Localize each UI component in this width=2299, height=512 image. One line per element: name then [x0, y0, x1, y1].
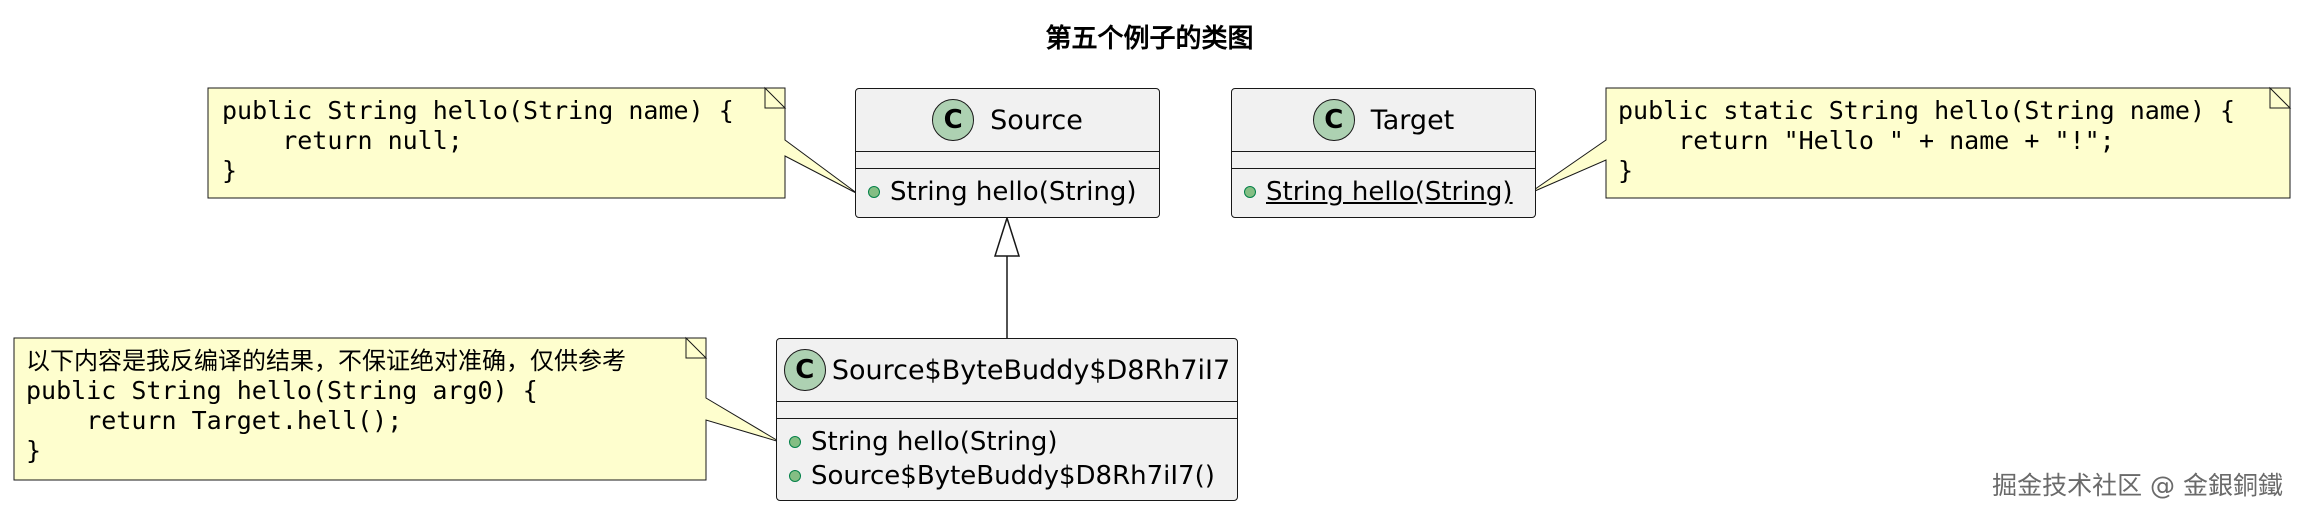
class-name: Target — [1370, 104, 1455, 136]
public-visibility-icon — [789, 436, 801, 448]
attributes-section — [777, 402, 1237, 418]
source-note: public String hello(String name) { retur… — [222, 96, 734, 186]
divider — [1232, 168, 1535, 169]
method-row: Source$ByteBuddy$D8Rh7iI7() — [789, 459, 1227, 493]
class-header: C Source$ByteBuddy$D8Rh7iI7 — [777, 339, 1237, 401]
subclass-note-fold — [685, 336, 708, 359]
note-line: } — [26, 436, 42, 465]
public-visibility-icon — [789, 470, 801, 482]
method-signature: String hello(String) — [811, 427, 1058, 457]
class-header: C Target — [1232, 89, 1535, 151]
public-visibility-icon — [1244, 186, 1256, 198]
watermark: 掘金技术社区 @ 金銀銅鐵 — [1992, 471, 2283, 500]
note-line: public static String hello(String name) … — [1618, 96, 2236, 125]
methods-section: String hello(String) — [856, 169, 1159, 215]
class-name: Source — [990, 104, 1083, 136]
target-note-shape — [1527, 87, 2291, 199]
class-bytebuddy-subclass[interactable]: C Source$ByteBuddy$D8Rh7iI7 String hello… — [776, 338, 1238, 501]
note-line: return "Hello " + name + "!"; — [1618, 126, 2115, 155]
class-badge-icon: C — [932, 99, 975, 141]
note-line: } — [222, 156, 238, 185]
public-visibility-icon — [868, 186, 880, 198]
attributes-section — [1232, 152, 1535, 168]
class-badge-icon: C — [1312, 99, 1355, 141]
source-note-fold — [764, 86, 787, 109]
diagram-title: 第五个例子的类图 — [1045, 24, 1254, 54]
constructor-signature: Source$ByteBuddy$D8Rh7iI7() — [811, 461, 1215, 491]
note-line: return Target.hell(); — [26, 406, 403, 435]
note-line: public String hello(String arg0) { — [26, 376, 538, 405]
note-line: return null; — [222, 126, 463, 155]
note-line: public String hello(String name) { — [222, 96, 734, 125]
method-row: String hello(String) — [1244, 175, 1525, 209]
source-note-shape — [207, 87, 859, 199]
divider — [777, 401, 1237, 402]
subclass-note: 以下内容是我反编译的结果，不保证绝对准确，仅供参考 public String … — [26, 346, 626, 466]
methods-section: String hello(String) Source$ByteBuddy$D8… — [777, 419, 1237, 499]
class-badge-icon: C — [783, 349, 826, 391]
class-name: Source$ByteBuddy$D8Rh7iI7 — [831, 354, 1231, 386]
note-caption: 以下内容是我反编译的结果，不保证绝对准确，仅供参考 — [26, 347, 626, 375]
target-note: public static String hello(String name) … — [1618, 96, 2235, 186]
static-method-signature: String hello(String) — [1266, 177, 1513, 207]
subclass-note-shape — [13, 337, 781, 481]
inheritance-arrowhead — [993, 215, 1021, 257]
methods-section: String hello(String) — [1232, 169, 1535, 215]
method-row: String hello(String) — [789, 425, 1227, 459]
class-source[interactable]: C Source String hello(String) — [855, 88, 1160, 218]
method-row: String hello(String) — [868, 175, 1149, 209]
attributes-section — [856, 152, 1159, 168]
divider — [777, 418, 1237, 419]
divider — [856, 168, 1159, 169]
class-target[interactable]: C Target String hello(String) — [1231, 88, 1536, 218]
class-header: C Source — [856, 89, 1159, 151]
divider — [1232, 151, 1535, 152]
method-signature: String hello(String) — [890, 177, 1137, 207]
divider — [856, 151, 1159, 152]
target-note-fold — [2269, 86, 2292, 109]
note-line: } — [1618, 156, 1634, 185]
